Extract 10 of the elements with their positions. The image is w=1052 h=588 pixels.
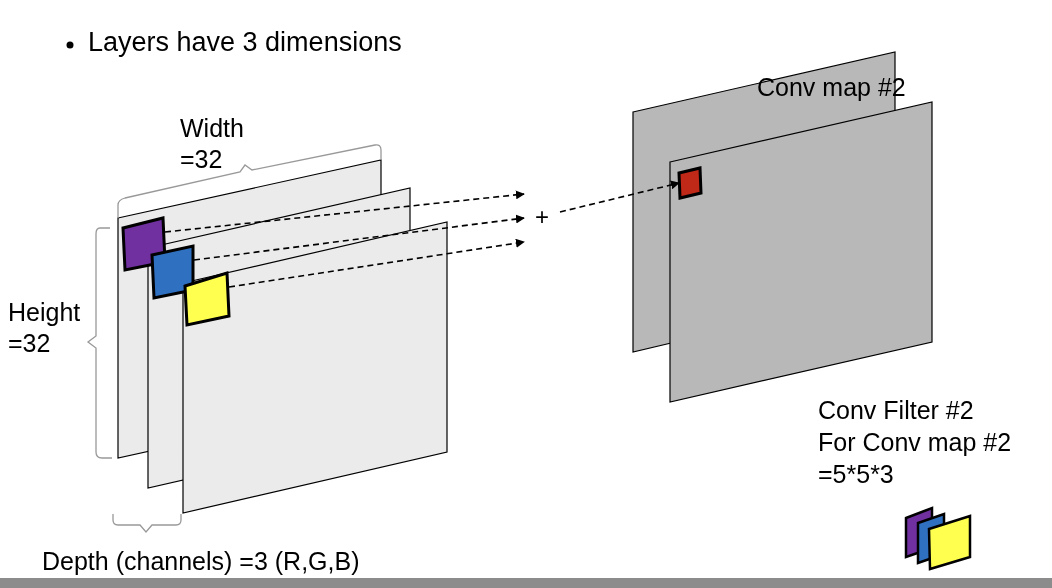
dashed-arrow	[164, 190, 525, 233]
plus-sign: +	[534, 202, 550, 232]
dashed-arrow	[193, 214, 525, 261]
dashed-arrow	[559, 180, 680, 213]
heading: Layers have 3 dimensions	[88, 27, 402, 58]
dimension-label: Conv Filter #2 For Conv map #2 =5*5*3	[818, 395, 1013, 490]
dashed-arrow	[228, 238, 525, 288]
dimension-label: Height =32	[8, 297, 82, 359]
dimension-label: Depth (channels) =3 (R,G,B)	[42, 546, 361, 577]
dimension-label: Width =32	[180, 113, 245, 175]
